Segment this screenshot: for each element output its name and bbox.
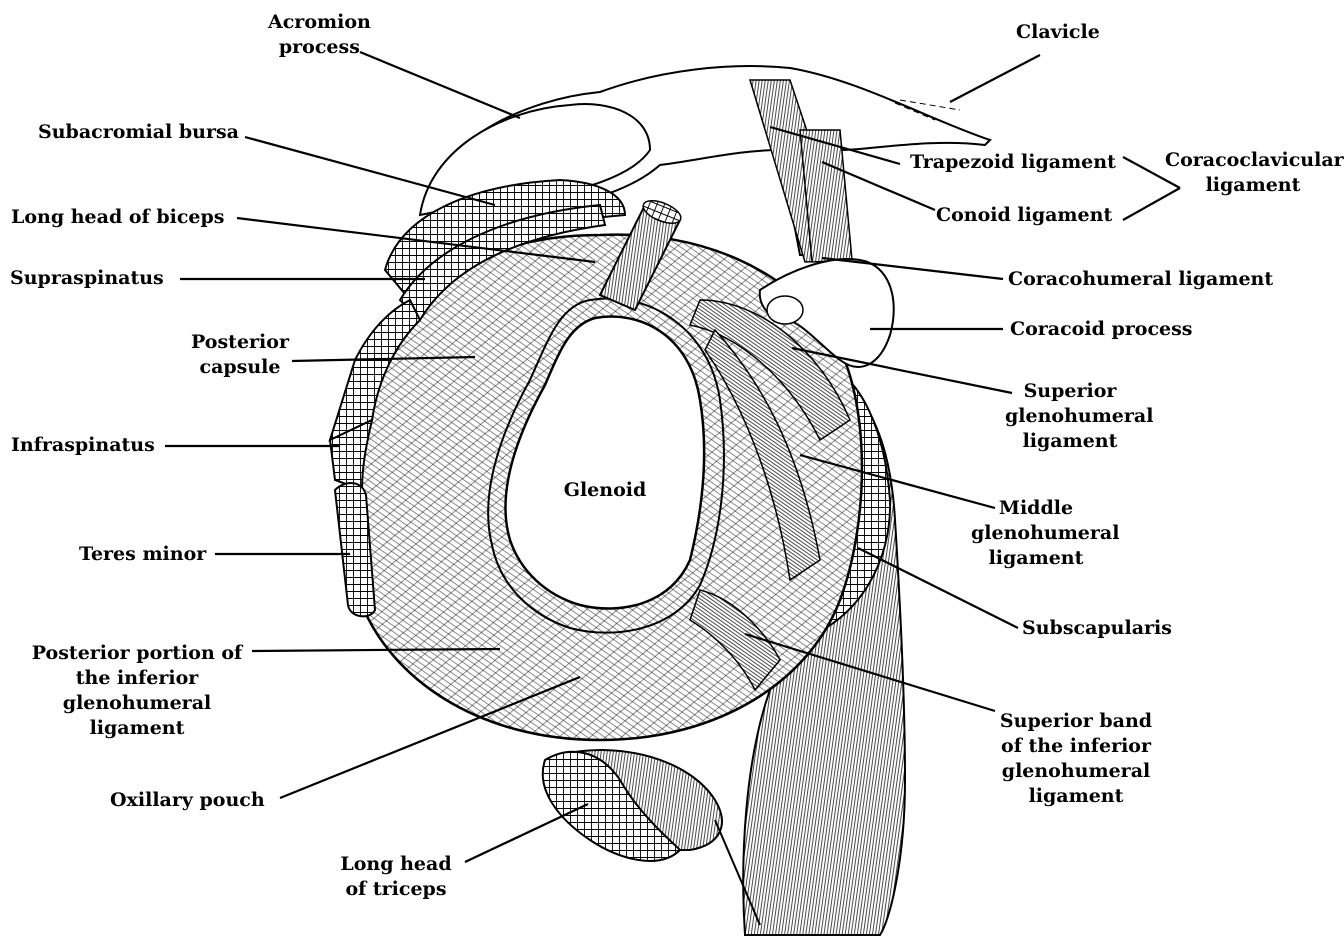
label-long-head-of-biceps: Long head of biceps	[11, 205, 224, 230]
label-trapezoid-ligament: Trapezoid ligament	[910, 150, 1116, 175]
label-infraspinatus: Infraspinatus	[11, 433, 155, 458]
label-axillary-pouch: Oxillary pouch	[110, 788, 265, 813]
label-glenoid: Glenoid	[560, 478, 650, 503]
label-coracohumeral-ligament: Coracohumeral ligament	[1008, 267, 1273, 292]
triceps-tendon	[543, 750, 760, 925]
label-supraspinatus: Supraspinatus	[10, 266, 164, 291]
label-clavicle: Clavicle	[1016, 20, 1100, 45]
label-teres-minor: Teres minor	[79, 542, 206, 567]
label-conoid-ligament: Conoid ligament	[936, 203, 1112, 228]
label-coracoid-process: Coracoid process	[1010, 317, 1193, 342]
label-subacromial-bursa: Subacromial bursa	[38, 120, 239, 145]
label-subscapularis: Subscapularis	[1022, 616, 1172, 641]
